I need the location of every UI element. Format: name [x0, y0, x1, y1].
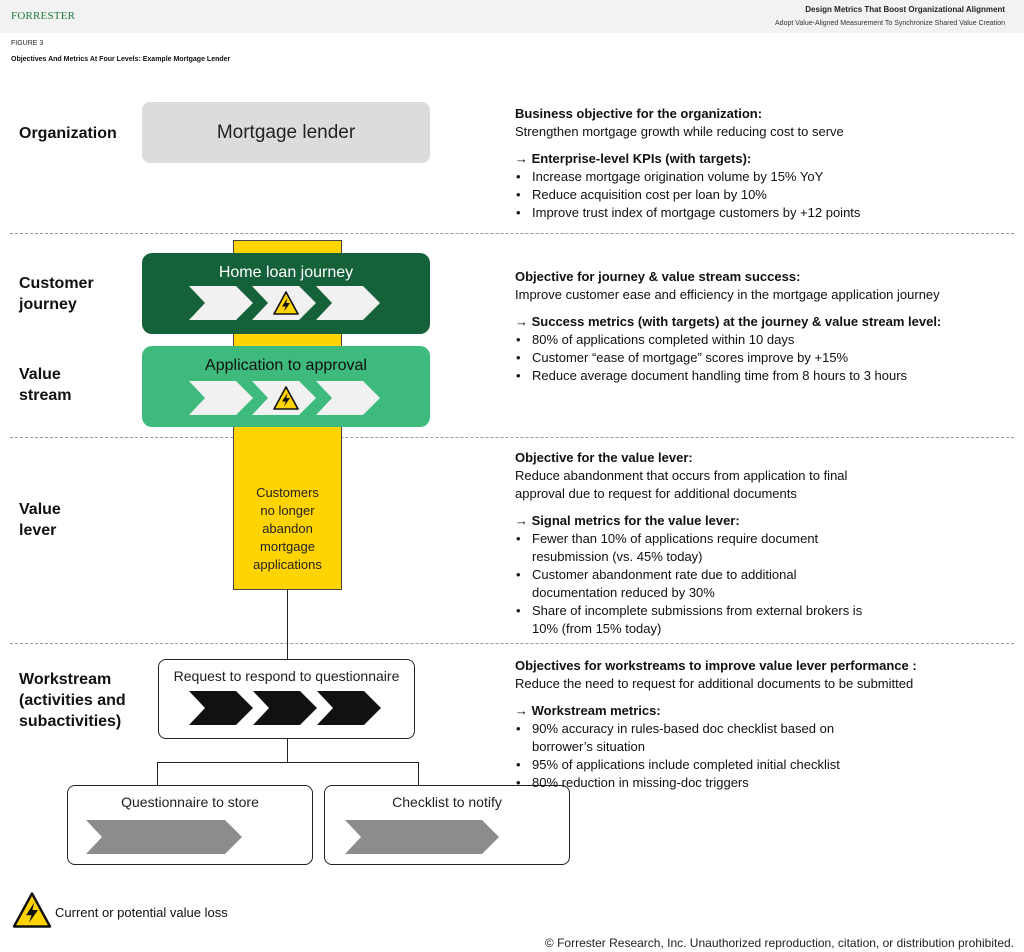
divider-lever-workstream [10, 643, 1014, 644]
figure-label: FIGURE 3 [11, 40, 44, 47]
subactivity-box-questionnaire: Questionnaire to store [67, 785, 313, 865]
workstream-box: Request to respond to questionnaire [158, 659, 415, 739]
divider-org-journey [10, 233, 1014, 234]
value-stream-box: Application to approval [142, 346, 430, 427]
subactivity-title: Checklist to notify [392, 794, 502, 810]
connector-sub-2 [418, 762, 419, 785]
list-item: 80% of applications completed within 10 … [515, 331, 1015, 349]
lightning-warning-icon [12, 892, 52, 928]
chevron-icon [189, 691, 253, 725]
list-item: 80% reduction in missing-doc triggers [515, 774, 1015, 792]
list-item: Reduce average document handling time fr… [515, 367, 1015, 385]
lightning-warning-icon [273, 386, 299, 410]
figure-title: Objectives And Metrics At Four Levels: E… [11, 56, 231, 63]
value-lever-objectives: Objective for the value lever: Reduce ab… [515, 449, 1015, 638]
connector-sub-1 [157, 762, 158, 785]
list-item: Reduce acquisition cost per loan by 10% [515, 186, 1015, 204]
report-title: Design Metrics That Boost Organizational… [805, 5, 1005, 14]
list-item: Improve trust index of mortgage customer… [515, 204, 1015, 222]
report-subtitle: Adopt Value-Aligned Measurement To Synch… [775, 20, 1005, 27]
list-item: Increase mortgage origination volume by … [515, 168, 1015, 186]
value-lever-text: Customers no longer abandon mortgage app… [253, 485, 322, 572]
connector-branch [157, 762, 419, 763]
report-header-bar: FORRESTER Design Metrics That Boost Orga… [0, 0, 1024, 33]
lightning-warning-icon [273, 291, 299, 315]
workstream-box-title: Request to respond to questionnaire [173, 668, 400, 684]
list-item: Share of incomplete submissions from ext… [515, 602, 1015, 638]
subactivity-box-checklist: Checklist to notify [324, 785, 570, 865]
chevron-icon [189, 286, 253, 320]
chevron-icon [253, 691, 317, 725]
chevron-icon [316, 286, 380, 320]
org-box-mortgage-lender: Mortgage lender [142, 102, 430, 163]
legend-text: Current or potential value loss [55, 905, 228, 920]
list-item: 90% accuracy in rules-based doc checklis… [515, 720, 1015, 756]
subactivity-title: Questionnaire to store [121, 794, 259, 810]
connector-lever-workstream [287, 590, 288, 659]
value-stream-box-title: Application to approval [205, 357, 367, 374]
connector-workstream-down [287, 739, 288, 762]
list-item: Customer “ease of mortgage” scores impro… [515, 349, 1015, 367]
workstream-objectives: Objectives for workstreams to improve va… [515, 657, 1015, 792]
chevron-icon [317, 691, 381, 725]
divider-stream-lever [10, 437, 1014, 438]
journey-box-title: Home loan journey [218, 264, 354, 281]
journey-objectives: Objective for journey & value stream suc… [515, 268, 1015, 385]
chevron-icon [189, 381, 253, 415]
organization-objectives: Business objective for the organization:… [515, 105, 1015, 222]
list-item: Fewer than 10% of applications require d… [515, 530, 1015, 566]
copyright-footer: © Forrester Research, Inc. Unauthorized … [544, 936, 1014, 950]
list-item: Customer abandonment rate due to additio… [515, 566, 1015, 602]
forrester-logo: FORRESTER [11, 10, 76, 22]
chevron-icon [316, 381, 380, 415]
chevron-icon [178, 820, 242, 854]
list-item: 95% of applications include completed in… [515, 756, 1015, 774]
journey-box: Home loan journey [142, 253, 430, 334]
level-label-organization: Organization [19, 125, 117, 142]
chevron-icon [435, 820, 499, 854]
